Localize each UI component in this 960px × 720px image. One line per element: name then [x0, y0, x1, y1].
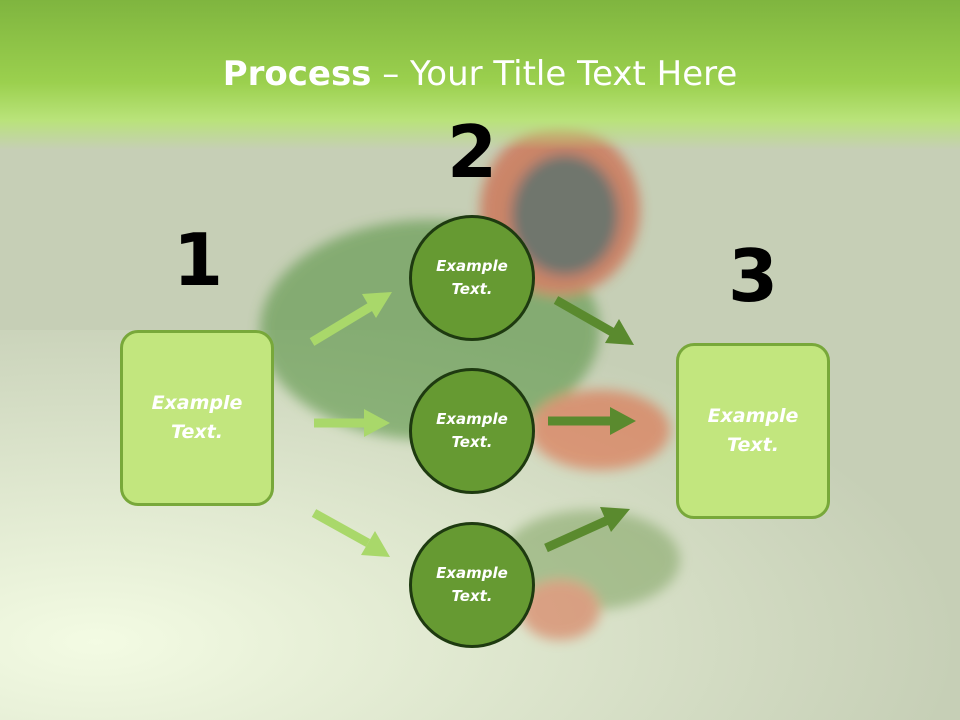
step-2-circle-bottom: Example Text.: [409, 522, 535, 648]
step-number-3: 3: [727, 234, 779, 318]
title-bold: Process: [222, 54, 372, 94]
step-3-box: Example Text.: [676, 343, 830, 519]
step-2-circle-middle: Example Text.: [409, 368, 535, 494]
arrow-1-to-middle: [314, 409, 390, 437]
circle-middle-text: Example Text.: [436, 410, 508, 451]
slide-title: Process – Your Title Text Here: [0, 52, 960, 96]
step-3-box-text: Example Text.: [707, 405, 799, 456]
arrow-1-to-bottom: [311, 509, 390, 557]
title-rest: – Your Title Text Here: [371, 54, 738, 94]
arrow-middle-to-3: [548, 407, 636, 435]
arrow-top-to-3: [553, 296, 634, 345]
step-1-box-text: Example Text.: [151, 392, 243, 443]
title-band: [0, 0, 960, 150]
arrow-1-to-top: [309, 292, 392, 346]
circle-top-text: Example Text.: [436, 257, 508, 298]
step-number-2: 2: [446, 110, 498, 194]
circle-bottom-text: Example Text.: [436, 564, 508, 605]
step-2-circle-top: Example Text.: [409, 215, 535, 341]
step-number-1: 1: [172, 218, 224, 302]
arrow-bottom-to-3: [544, 507, 630, 553]
step-1-box: Example Text.: [120, 330, 274, 506]
